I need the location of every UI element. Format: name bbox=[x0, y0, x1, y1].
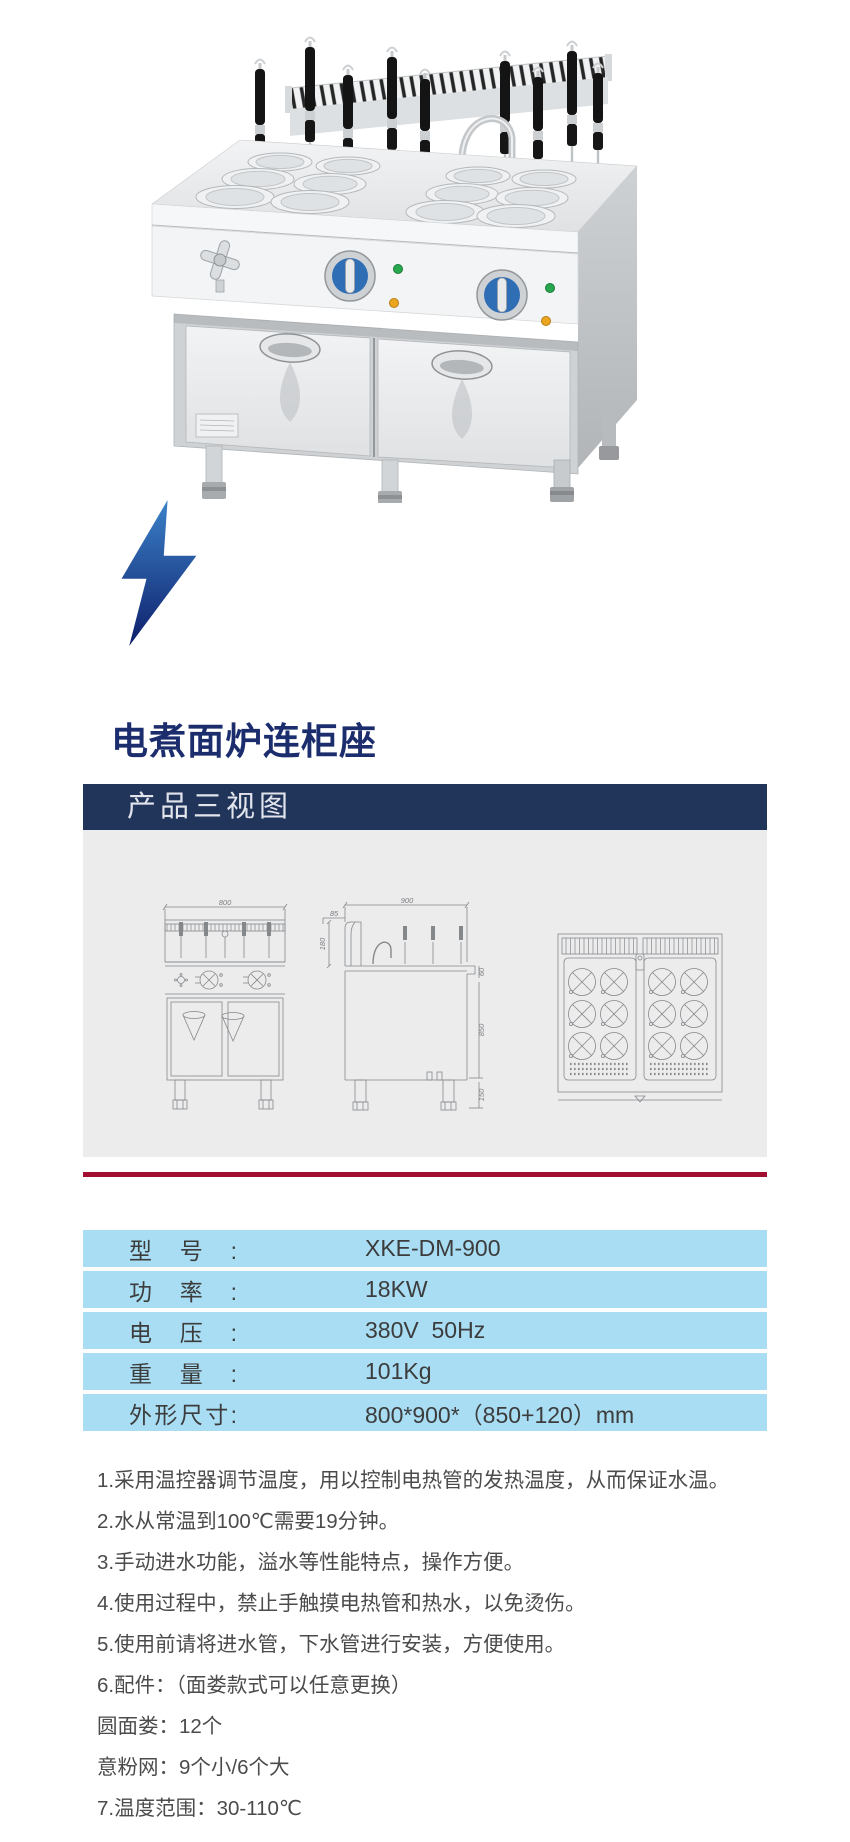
top-deck bbox=[151, 139, 638, 254]
spec-label: 外形尺寸: bbox=[129, 1401, 237, 1428]
cabinet-side-panel bbox=[578, 166, 637, 468]
basket-wells bbox=[195, 152, 577, 228]
dim-label-900: 900 bbox=[401, 896, 414, 905]
back-rail-decor bbox=[285, 54, 612, 136]
section-header-bar: 产品三视图 bbox=[83, 784, 767, 830]
dim-label-85: 85 bbox=[330, 909, 339, 918]
control-panel bbox=[151, 225, 579, 326]
dim-label-150: 150 bbox=[477, 1088, 486, 1101]
spec-value: XKE-DM-900 bbox=[365, 1235, 501, 1261]
spec-row-dimensions: 外形尺寸: 800*900*（850+120）mm bbox=[83, 1394, 767, 1431]
spec-row-weight: 重量: 101Kg bbox=[83, 1353, 767, 1390]
spec-value: 18KW bbox=[365, 1276, 428, 1302]
feature-line: 2.水从常温到100℃需要19分钟。 bbox=[97, 1510, 400, 1533]
feature-line: 圆面娄：12个 bbox=[97, 1715, 223, 1738]
basket-circles bbox=[568, 968, 708, 1060]
feature-line: 7.温度范围：30-110℃ bbox=[97, 1797, 302, 1820]
dim-label-60: 60 bbox=[477, 967, 486, 976]
feature-line: 5.使用前请将进水管，下水管进行安装，方便使用。 bbox=[97, 1633, 566, 1656]
water-tap-handle bbox=[200, 240, 240, 280]
spec-row-voltage: 电压: 380V 50Hz bbox=[83, 1312, 767, 1349]
feature-list: 1.采用温控器调节温度，用以控制电热管的发热温度，从而保证水温。 2.水从常温到… bbox=[97, 1460, 777, 1829]
power-light-green bbox=[545, 283, 555, 293]
lightning-bolt-icon bbox=[121, 500, 197, 646]
rating-plate bbox=[195, 413, 239, 438]
front-view-drawing: 800 bbox=[162, 898, 288, 1110]
spec-label: 功率: bbox=[129, 1278, 237, 1305]
dim-label-850: 850 bbox=[477, 1023, 486, 1036]
spec-label: 电压: bbox=[129, 1319, 237, 1346]
power-light-green bbox=[393, 264, 403, 274]
faucet bbox=[458, 115, 516, 172]
spec-row-power: 功率: 18KW bbox=[83, 1271, 767, 1308]
spec-value: 800*900*（850+120）mm bbox=[365, 1401, 635, 1428]
door-handle-right bbox=[431, 350, 493, 380]
temperature-knob-left bbox=[324, 250, 403, 308]
door-handle-left bbox=[259, 333, 321, 363]
red-divider bbox=[83, 1172, 767, 1177]
feature-line: 意粉网：9个小/6个大 bbox=[97, 1756, 290, 1779]
legs bbox=[202, 410, 619, 503]
dim-label-800: 800 bbox=[219, 898, 232, 907]
product-title: 电煮面炉连柜座 bbox=[111, 721, 377, 762]
spec-row-model: 型号: XKE-DM-900 bbox=[83, 1230, 767, 1267]
feature-line: 1.采用温控器调节温度，用以控制电热管的发热温度，从而保证水温。 bbox=[97, 1469, 730, 1492]
side-view-drawing: 900 85 180 60 850 150 bbox=[318, 896, 486, 1111]
heat-light-amber bbox=[541, 316, 551, 326]
top-view-drawing bbox=[557, 933, 723, 1103]
feature-line: 6.配件：（面娄款式可以任意更换） bbox=[97, 1674, 412, 1697]
feature-line: 3.手动进水功能，溢水等性能特点，操作方便。 bbox=[97, 1551, 525, 1574]
three-view-drawings-box: 800 bbox=[83, 830, 767, 1157]
section-header-label: 产品三视图 bbox=[127, 791, 293, 823]
product-photo bbox=[151, 36, 638, 503]
spec-label: 重量: bbox=[129, 1360, 237, 1387]
spec-label: 型号: bbox=[129, 1237, 237, 1264]
dim-label-180: 180 bbox=[318, 937, 327, 950]
temperature-knob-right bbox=[476, 269, 555, 326]
cabinet-base bbox=[173, 313, 579, 475]
spec-value: 101Kg bbox=[365, 1358, 432, 1384]
spec-value: 380V 50Hz bbox=[365, 1317, 486, 1343]
spec-table: 型号: XKE-DM-900 功率: 18KW 电压: 380V 50Hz 重量… bbox=[83, 1230, 767, 1435]
heat-light-amber bbox=[389, 298, 399, 308]
feature-line: 4.使用过程中，禁止手触摸电热管和热水，以免烫伤。 bbox=[97, 1592, 586, 1615]
